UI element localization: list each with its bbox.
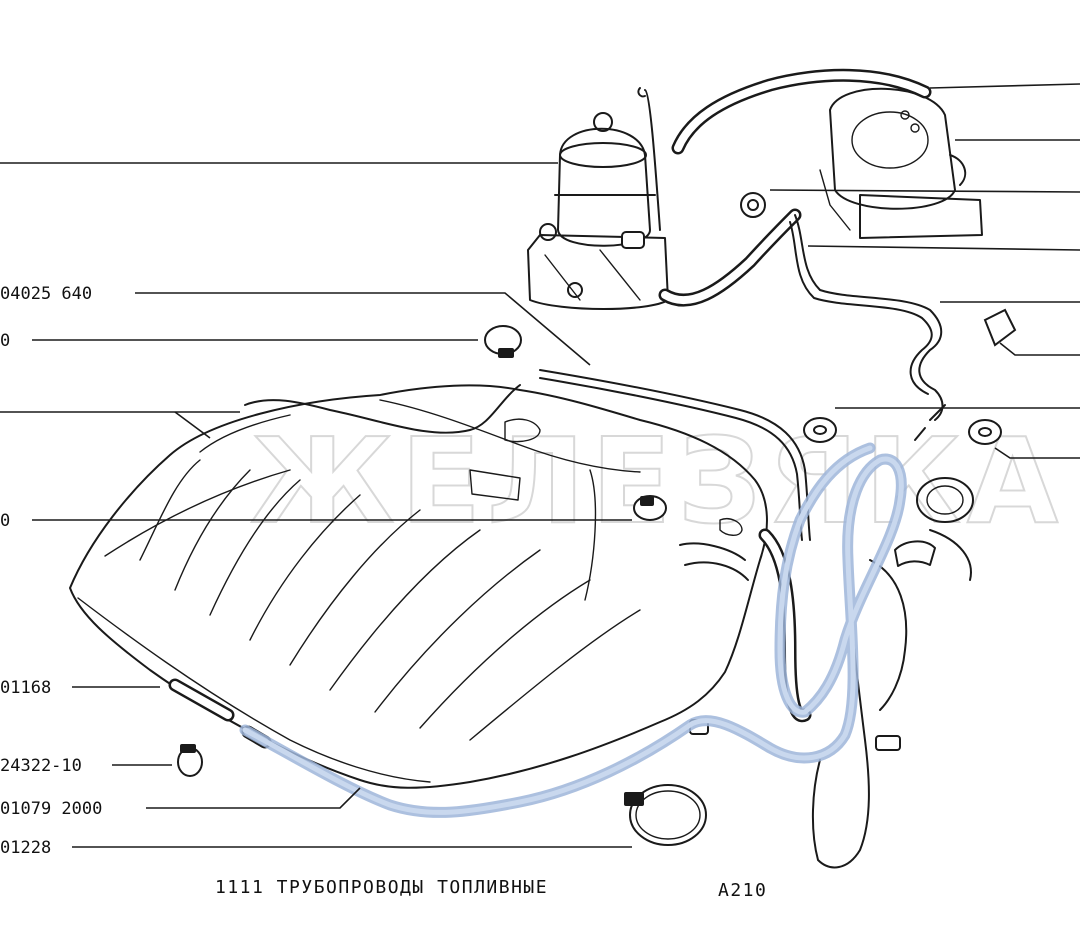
part-labels: 04025 640 0 0 01168 24322-10 01079 2000 … xyxy=(0,284,102,858)
carburetor xyxy=(819,87,983,239)
fittings xyxy=(740,192,1017,445)
highlighted-fuel-line xyxy=(239,442,907,818)
part-label-01168: 01168 xyxy=(0,678,51,698)
clamp-middle xyxy=(633,495,667,521)
part-label-01079-2000: 01079 2000 xyxy=(0,799,102,819)
watermark: ЖЕЛЕЗЯКА xyxy=(250,412,1064,550)
diagram-caption: 1111 ТРУБОПРОВОДЫ ТОПЛИВНЫЕ xyxy=(215,877,548,898)
diagram-code: A210 xyxy=(718,880,767,901)
part-label-clamp-middle: 0 xyxy=(0,511,10,531)
fuel-hoses xyxy=(168,68,932,749)
clamp-large xyxy=(624,784,707,846)
clamp-small xyxy=(177,744,203,777)
part-label-01228: 01228 xyxy=(0,838,51,858)
part-label-24322-10: 24322-10 xyxy=(0,756,82,776)
fuel-tank xyxy=(69,384,768,789)
leader-lines xyxy=(0,83,1080,848)
part-label-04025-640: 04025 640 xyxy=(0,284,92,304)
part-label-clamp-upper: 0 xyxy=(0,331,10,351)
clamp-upper xyxy=(484,325,522,358)
fuel-pump xyxy=(527,87,669,310)
clamps xyxy=(177,325,707,846)
